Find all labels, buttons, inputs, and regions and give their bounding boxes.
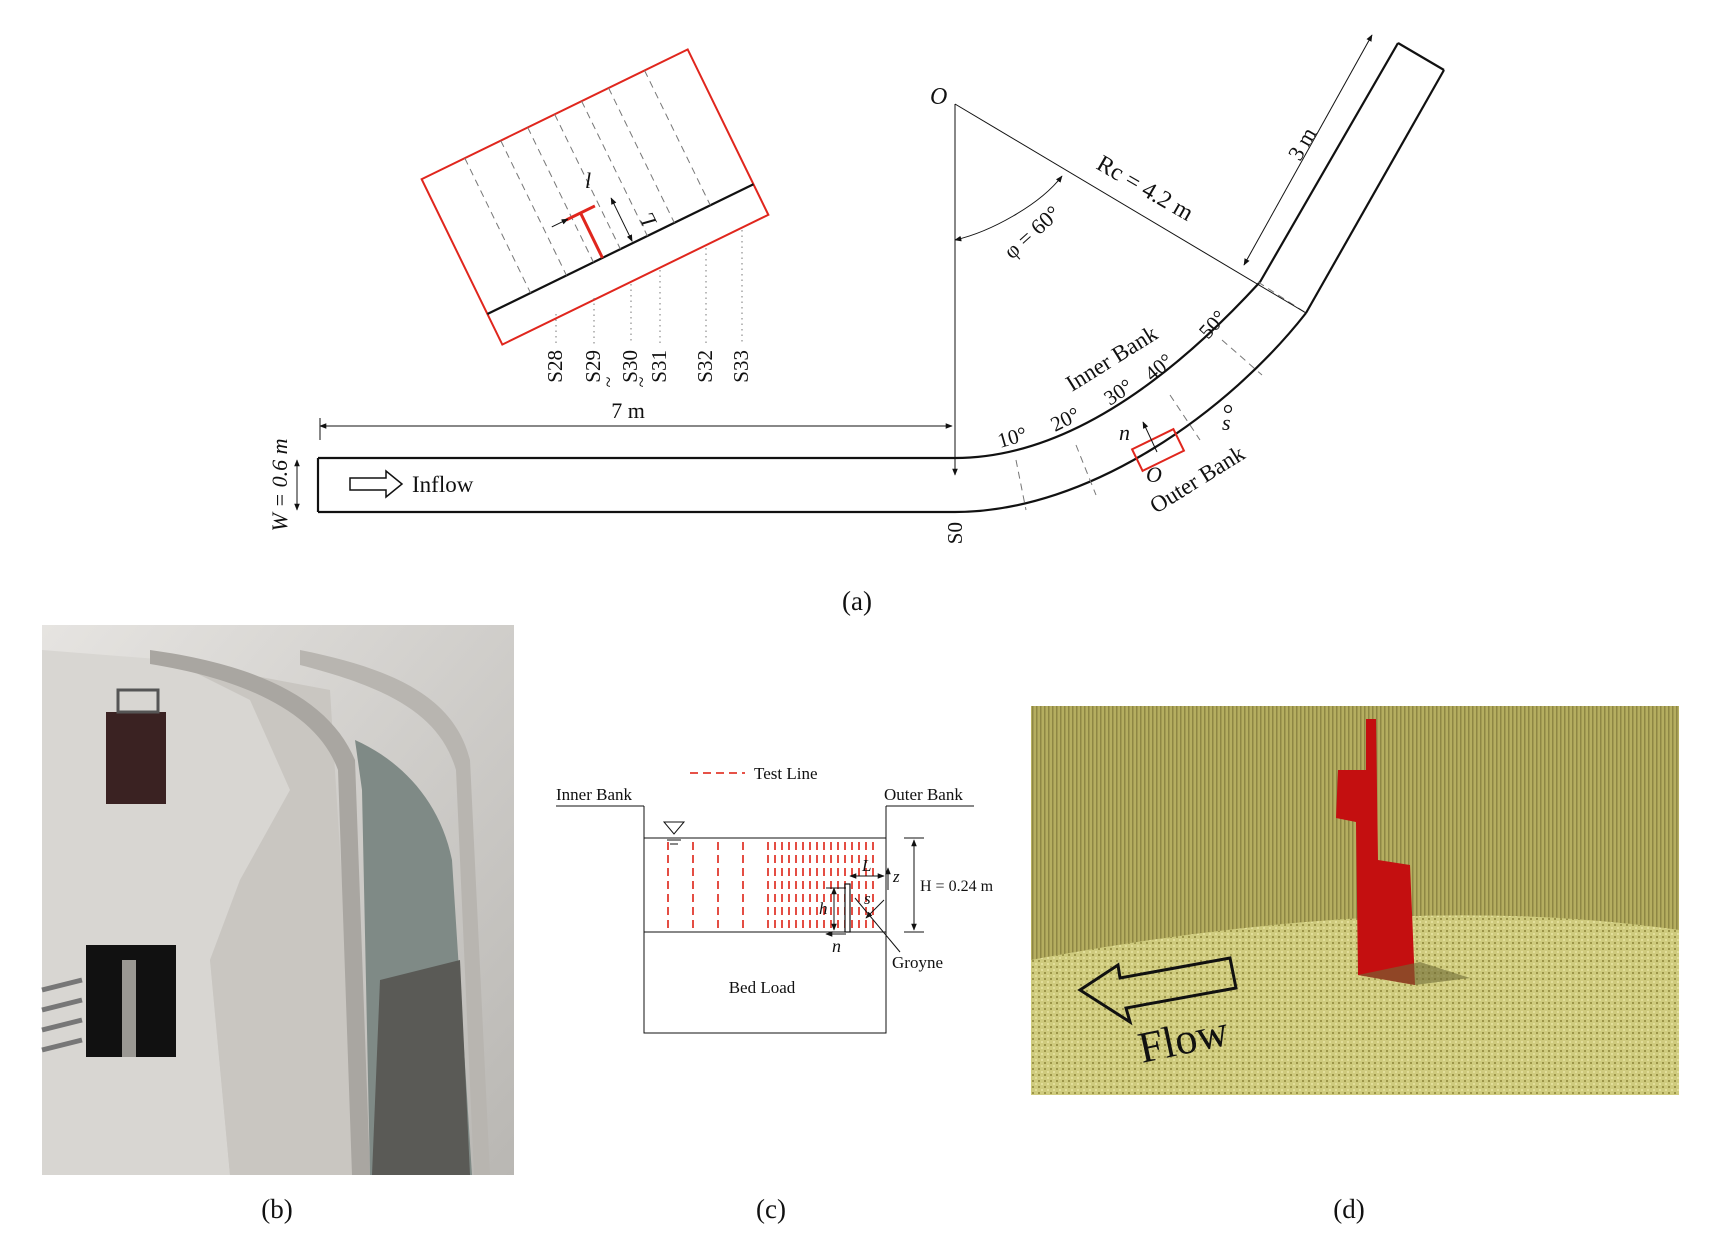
render-sand-bed <box>1031 915 1679 1095</box>
angle-tick-30: 30° <box>1099 374 1137 410</box>
cs-s-label: s <box>864 889 871 908</box>
section-10-line <box>1015 459 1027 511</box>
cs-h-label: h <box>819 899 828 918</box>
radius-line <box>954 103 1307 314</box>
inflow-label: Inflow <box>412 472 474 497</box>
cs-groyne-leader <box>854 897 901 953</box>
section-20-line <box>1075 444 1097 496</box>
photo-instrument-cart <box>106 712 166 804</box>
render-groyne <box>1336 719 1415 985</box>
inset-L-dimension <box>610 197 633 242</box>
water-level-icon <box>662 821 686 835</box>
section-leaders <box>555 230 743 344</box>
angle-label: φ = 60° <box>999 200 1065 263</box>
cs-channel-outline <box>643 806 887 1034</box>
n-axis-arrow <box>1142 421 1158 453</box>
outlet-end-wall <box>1397 42 1445 71</box>
bend-inner-wall <box>954 281 1261 460</box>
caption-d: (d) <box>1333 1194 1364 1224</box>
inset-L-label: L <box>634 209 662 232</box>
angle-tick-50: 50° <box>1194 305 1232 343</box>
water-level-mark <box>667 839 681 845</box>
inset-l-label: l <box>585 168 591 193</box>
study-region-box <box>1130 427 1186 473</box>
section-label-s31: S31 <box>647 350 671 383</box>
caption-c: (c) <box>756 1194 786 1224</box>
photo-bank-slope <box>170 660 360 1175</box>
inflow-arrow-icon <box>349 469 404 499</box>
center-o-label: O <box>930 84 947 110</box>
caption-b: (b) <box>261 1194 292 1224</box>
inset-groyne-head <box>565 204 596 222</box>
bend-outer-wall <box>954 312 1307 514</box>
coord-o-label: O <box>1146 462 1162 487</box>
cs-n-label: n <box>832 936 841 956</box>
angle-arc <box>954 175 1063 242</box>
cs-outer-bank-label: Outer Bank <box>884 785 963 804</box>
coord-s-label: s <box>1222 410 1231 435</box>
outlet-length-label: 3 m <box>1283 123 1321 165</box>
straight-length-label: 7 m <box>611 398 645 423</box>
cs-inner-bank-label: Inner Bank <box>556 785 633 804</box>
cs-depth-label: H = 0.24 m <box>920 878 994 895</box>
render-wall <box>1031 706 1679 960</box>
cs-s-arrow <box>865 899 885 919</box>
inset-groyne <box>579 212 604 259</box>
angle-tick-40: 40° <box>1140 349 1178 386</box>
flow-arrow-icon <box>1077 956 1238 1026</box>
section-label-s30: S30 <box>618 350 642 383</box>
angle-tick-20: 20° <box>1047 402 1084 436</box>
coord-n-label: n <box>1119 420 1130 445</box>
panel-a: S28 S29 S30 S31 S32 S33 ~ ~ l L W = 0.6 … <box>267 34 1445 616</box>
section-50-line <box>1221 339 1263 376</box>
caption-a: (a) <box>842 586 872 616</box>
outlet-inner-wall <box>1259 42 1399 283</box>
cs-z-label: z <box>892 867 900 886</box>
s-axis-marker <box>1223 404 1233 414</box>
cs-H-ticks <box>904 837 924 933</box>
radius-label: Rc = 4.2 m <box>1092 151 1198 227</box>
photo-opening-bar <box>122 960 136 1057</box>
panel-c: Test Line Inner Bank Outer Bank <box>556 764 994 1224</box>
section-tilde-1: ~ <box>598 376 620 387</box>
section-label-s29: S29 <box>581 350 605 383</box>
flume-plan <box>294 34 1445 514</box>
cs-groyne <box>844 883 851 933</box>
inset-l-dimension <box>551 218 569 228</box>
inset-detail <box>420 48 770 346</box>
inset-frame <box>420 48 770 346</box>
section-60-line <box>1257 281 1307 314</box>
cs-L-label: L <box>861 856 871 875</box>
section-label-s33: S33 <box>729 350 753 383</box>
section-label-s32: S32 <box>693 350 717 383</box>
cs-groyne-label: Groyne <box>892 953 943 972</box>
section-tilde-2: ~ <box>631 376 653 387</box>
outlet-outer-wall <box>1305 69 1445 314</box>
section-label-s28: S28 <box>543 350 567 383</box>
length-3m-dimension-line <box>1243 34 1373 266</box>
legend-test-line-label: Test Line <box>754 764 817 783</box>
section-s0-label: S0 <box>943 522 967 544</box>
photo-cart-handle <box>116 688 160 714</box>
render-groyne-shadow <box>1358 962 1470 985</box>
panel-b-photo: (b) <box>41 625 514 1224</box>
photo-gravel-bed <box>372 960 470 1175</box>
inset-test-lines <box>464 70 711 294</box>
photo-railings <box>41 977 83 1053</box>
section-40-line <box>1169 394 1201 441</box>
cs-bed-load-label: Bed Load <box>729 978 796 997</box>
panel-d-render: Flow (d) <box>1031 706 1679 1224</box>
cs-test-lines <box>667 842 874 930</box>
width-label: W = 0.6 m <box>267 438 292 531</box>
